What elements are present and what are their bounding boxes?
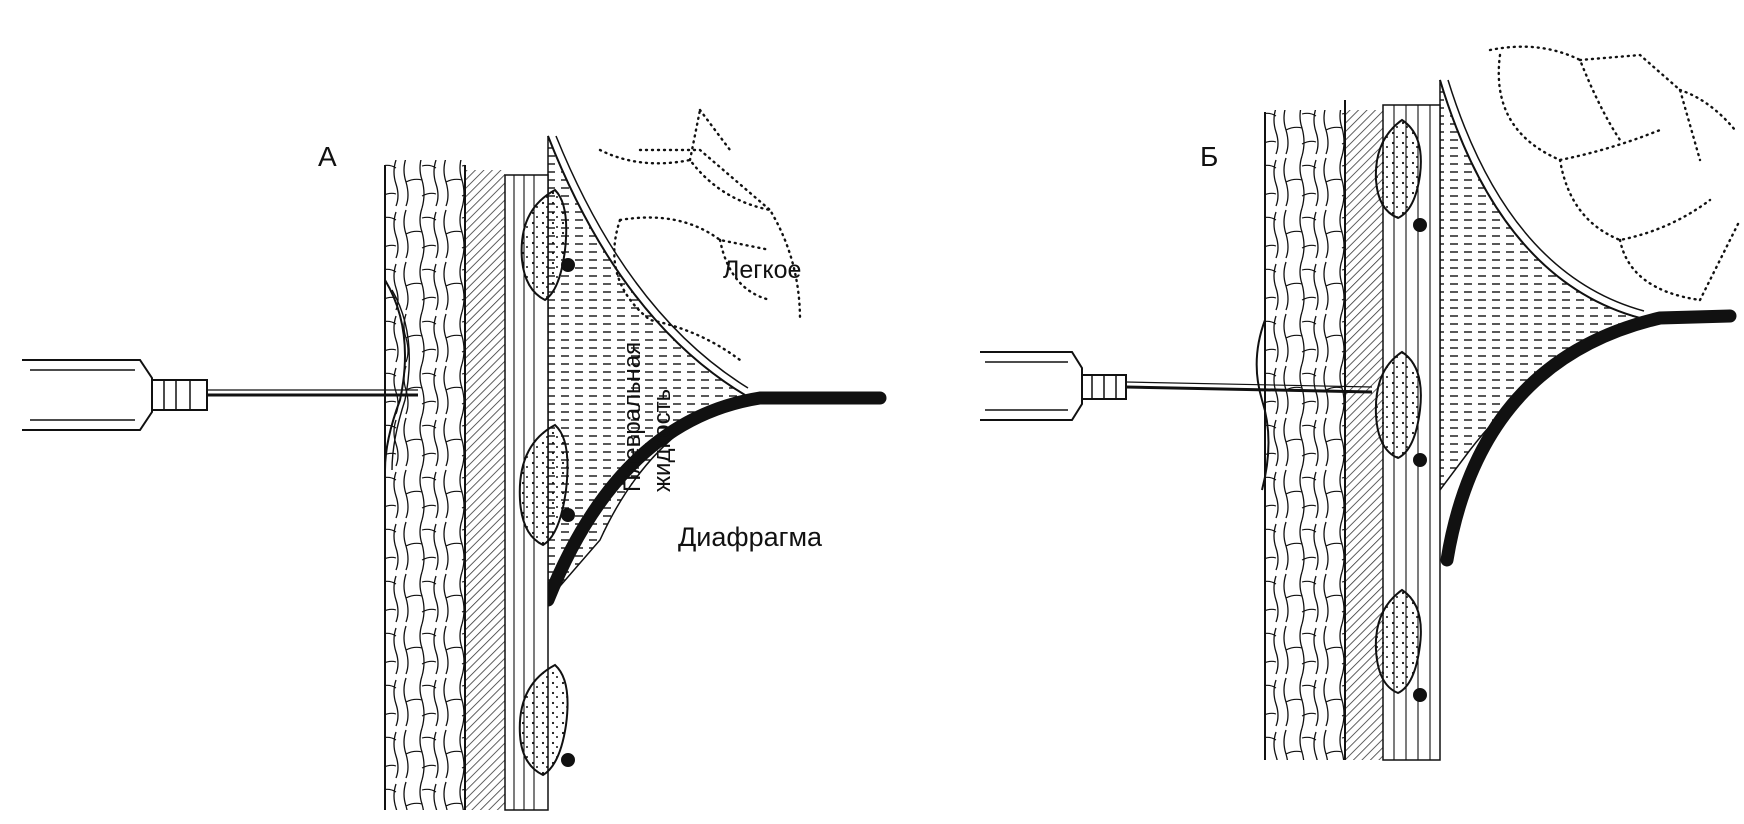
syringe-b xyxy=(980,351,1373,421)
panel-a-label: А xyxy=(318,141,337,172)
pleural-fluid-label-line1: Плевральная xyxy=(619,342,646,492)
rib-b-2 xyxy=(1374,350,1422,460)
panel-b-label: Б xyxy=(1200,141,1218,172)
panel-b: Б xyxy=(980,45,1742,761)
rib-a-3 xyxy=(518,663,569,777)
pleural-fluid-label-line2: жидкость xyxy=(649,389,676,492)
skin-fold-b xyxy=(1255,319,1270,491)
visceral-pleura-a xyxy=(547,135,746,396)
rib-a-2 xyxy=(518,423,569,547)
rib-b-3 xyxy=(1374,588,1422,695)
lung-label: Легкое xyxy=(723,256,801,284)
rib-a-1 xyxy=(520,188,568,302)
syringe-a xyxy=(22,359,418,431)
rib-b-1 xyxy=(1374,118,1422,220)
lung-b xyxy=(1488,45,1742,302)
panel-a: А xyxy=(22,108,887,811)
ribs-b xyxy=(1374,118,1427,702)
diaphragm-a xyxy=(541,391,887,607)
diaphragm-label: Диафрагма xyxy=(678,522,823,552)
visceral-pleura-b xyxy=(1439,79,1641,319)
skin-layer-a xyxy=(385,160,465,810)
diaphragm-b xyxy=(1440,309,1737,567)
needle-b xyxy=(1125,385,1373,394)
syringe-hub-a xyxy=(151,379,208,411)
skin-layer-b xyxy=(1265,110,1345,760)
lung-a xyxy=(598,108,802,362)
ribs-a xyxy=(518,188,575,777)
fat-layer-a xyxy=(465,170,505,810)
